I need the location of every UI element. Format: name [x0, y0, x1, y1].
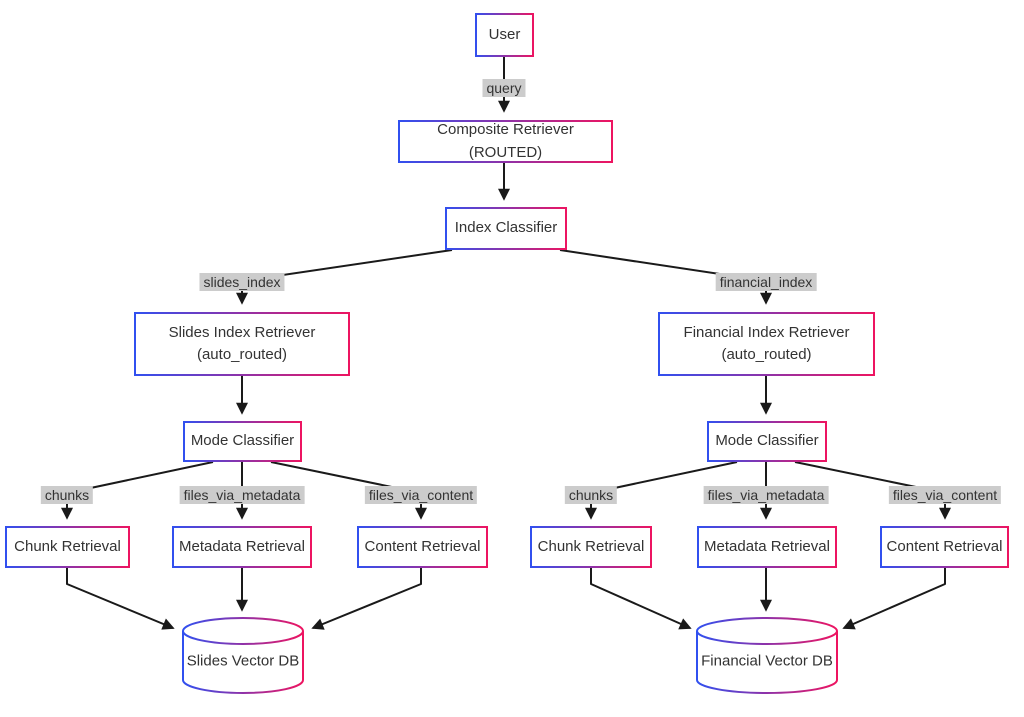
node-metadata-retrieval-slides-label: Metadata Retrieval	[179, 537, 305, 555]
financial-vector-db-label: Financial Vector DB	[701, 652, 833, 670]
node-financial-index-retriever: Financial Index Retriever (auto_routed)	[658, 312, 875, 376]
node-index-classifier-label: Index Classifier	[454, 219, 558, 237]
node-metadata-retrieval-financial-label: Metadata Retrieval	[704, 537, 830, 555]
node-slides-index-retriever-line2: (auto_routed)	[196, 346, 288, 363]
edge-label-files-via-content-slides: files_via_content	[364, 486, 478, 504]
edge-chunk-slides-to-db	[66, 568, 175, 630]
edge-label-files-via-metadata-slides: files_via_metadata	[179, 486, 305, 504]
edge-chunk-financial-to-db	[590, 568, 692, 630]
edge-label-files-via-content-financial: files_via_content	[888, 486, 1002, 504]
node-chunk-retrieval-slides-label: Chunk Retrieval	[14, 537, 121, 555]
financial-vector-db-cylinder	[696, 617, 838, 694]
node-index-classifier: Index Classifier	[445, 207, 567, 250]
edge-label-slides-index: slides_index	[199, 273, 285, 291]
node-content-retrieval-slides-label: Content Retrieval	[364, 537, 481, 555]
node-mode-classifier-slides: Mode Classifier	[183, 421, 302, 462]
node-chunk-retrieval-financial: Chunk Retrieval	[530, 526, 652, 568]
node-content-retrieval-financial-label: Content Retrieval	[886, 537, 1003, 555]
edge-label-query: query	[482, 79, 526, 97]
slides-vector-db-cylinder	[182, 617, 304, 694]
edge-content-financial-to-db	[842, 568, 946, 630]
node-chunk-retrieval-slides: Chunk Retrieval	[5, 526, 130, 568]
node-content-retrieval-slides: Content Retrieval	[357, 526, 488, 568]
node-financial-index-retriever-line2: (auto_routed)	[721, 346, 812, 363]
edge-content-slides-to-db	[311, 568, 422, 630]
node-chunk-retrieval-financial-label: Chunk Retrieval	[537, 537, 645, 555]
node-slides-index-retriever-line1: Slides Index Retriever	[168, 323, 316, 341]
edge-label-files-via-metadata-financial: files_via_metadata	[703, 486, 829, 504]
node-user-label: User	[488, 25, 521, 43]
node-mode-classifier-slides-label: Mode Classifier	[190, 432, 295, 450]
node-mode-classifier-financial-label: Mode Classifier	[715, 432, 819, 450]
edge-label-chunks-financial: chunks	[564, 486, 618, 504]
node-mode-classifier-financial: Mode Classifier	[707, 421, 827, 462]
node-metadata-retrieval-financial: Metadata Retrieval	[697, 526, 837, 568]
node-composite-retriever: Composite Retriever (ROUTED)	[398, 120, 613, 163]
node-slides-index-retriever: Slides Index Retriever (auto_routed)	[134, 312, 350, 376]
edge-label-chunks-slides: chunks	[40, 486, 94, 504]
slides-vector-db-label: Slides Vector DB	[186, 652, 300, 670]
node-financial-index-retriever-line1: Financial Index Retriever	[683, 323, 850, 341]
node-user: User	[475, 13, 534, 57]
node-content-retrieval-financial: Content Retrieval	[880, 526, 1009, 568]
edge-label-financial-index: financial_index	[715, 273, 817, 291]
node-composite-retriever-label: Composite Retriever (ROUTED)	[437, 121, 574, 161]
node-metadata-retrieval-slides: Metadata Retrieval	[172, 526, 312, 568]
